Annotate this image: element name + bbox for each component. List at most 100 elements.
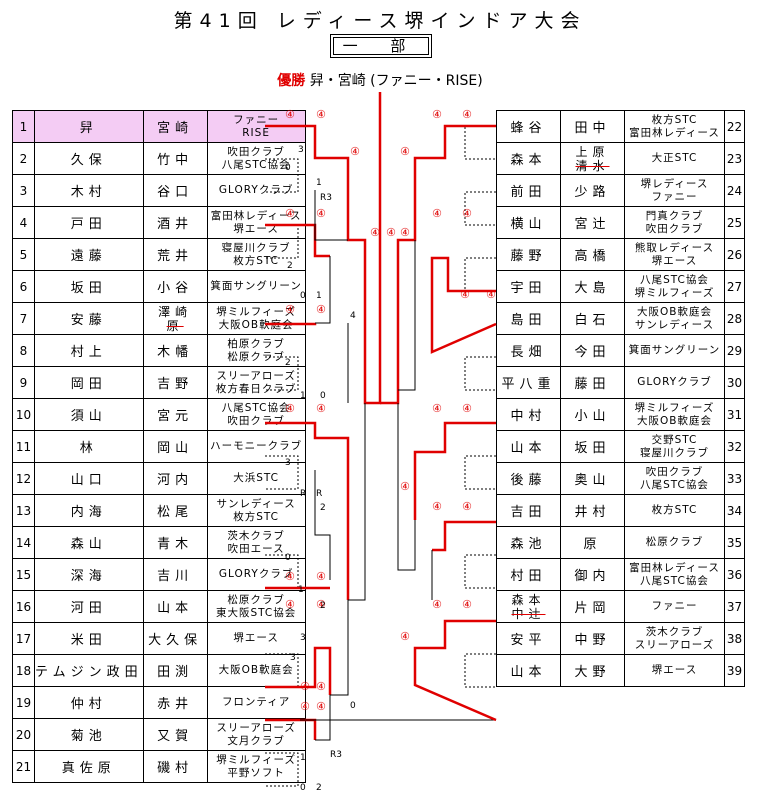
text: 29 xyxy=(726,343,743,358)
club-name: 寝屋川クラブ枚方STC xyxy=(206,238,306,271)
text: 熊取レディース xyxy=(634,241,715,254)
text: 村田 xyxy=(510,569,547,584)
text: 枚方STC xyxy=(233,510,280,523)
text: 井村 xyxy=(574,505,611,520)
player-name: 大島 xyxy=(560,270,625,303)
text: 大島 xyxy=(574,281,611,296)
text: 11 xyxy=(15,439,32,454)
player-name: 菊池 xyxy=(34,718,144,751)
bracket-line xyxy=(464,257,496,292)
text: 白石 xyxy=(574,313,611,328)
text: 田渕 xyxy=(157,665,194,680)
win-mark: ④ xyxy=(432,108,442,121)
text: 15 xyxy=(15,567,32,582)
score-text: R3 xyxy=(320,193,332,203)
club-name: 箕面サングリーン xyxy=(206,270,306,303)
player-name: 須山 xyxy=(34,398,144,431)
text: 仲村 xyxy=(70,697,107,712)
text: 宮辻 xyxy=(574,217,611,232)
text: 平八重 xyxy=(501,377,556,392)
win-mark: ④ xyxy=(400,145,410,158)
text: 8 xyxy=(19,343,28,358)
text: 大正STC xyxy=(651,152,698,164)
bracket-line xyxy=(314,190,348,241)
player-name: 赤井 xyxy=(142,686,208,719)
score-text: 1 xyxy=(300,391,306,401)
club-name: 堺ミルフィーズ大阪OB軟庭会 xyxy=(206,302,306,335)
text: 安平 xyxy=(510,633,547,648)
text: 遠藤 xyxy=(70,249,107,264)
bracket-line xyxy=(464,125,496,160)
club-name: 富田林レディース堺エース xyxy=(206,206,306,239)
text: 前田 xyxy=(510,185,547,200)
page-title: 第41回 レディース堺インドア大会 xyxy=(173,10,587,32)
winning-path-line xyxy=(413,619,497,722)
bracket-line xyxy=(397,403,416,571)
text: 後藤 xyxy=(510,473,547,488)
win-mark: ④ xyxy=(462,108,472,121)
score-text: 0 xyxy=(300,783,306,793)
win-mark: ④ xyxy=(432,207,442,220)
text: 17 xyxy=(15,631,32,646)
text: ハーモニークラブ xyxy=(210,440,303,452)
entry-number: 17 xyxy=(12,622,35,655)
text: 堺エース xyxy=(651,664,698,676)
text: GLORYクラブ xyxy=(218,184,294,196)
text: 松原クラブ xyxy=(227,593,285,606)
text: 36 xyxy=(726,567,743,582)
text: 20 xyxy=(15,727,32,742)
player-name: 後藤 xyxy=(496,462,561,495)
text: 少路 xyxy=(574,185,611,200)
bracket-line xyxy=(265,554,299,589)
entry-number: 31 xyxy=(724,398,745,431)
text: 岡山 xyxy=(157,441,194,456)
text: 酒井 xyxy=(157,217,194,232)
winner-label: 優勝 xyxy=(277,73,306,89)
text: 大阪OB軟庭会 xyxy=(218,318,294,331)
text: 25 xyxy=(726,215,743,230)
club-name: 富田林レディース八尾STC協会 xyxy=(624,558,725,591)
club-name: 箕面サングリーン xyxy=(624,334,725,367)
bracket-line xyxy=(315,695,331,741)
score-text: 2 xyxy=(316,783,322,793)
win-mark: ④ xyxy=(316,303,326,316)
text: 富田林レディース xyxy=(210,209,302,222)
player-name: 内海 xyxy=(34,494,144,527)
player-name: 島田 xyxy=(496,302,561,335)
player-name: 安平 xyxy=(496,622,561,655)
win-mark: ④ xyxy=(316,680,326,693)
text: 枚方STC xyxy=(651,113,698,126)
text: 御内 xyxy=(574,569,611,584)
win-mark: ④ xyxy=(285,108,295,121)
text: 16 xyxy=(15,599,32,614)
text: 今田 xyxy=(574,345,611,360)
text: 富田林レディース xyxy=(629,561,720,574)
win-mark: ④ xyxy=(432,598,442,611)
text: 35 xyxy=(726,535,743,550)
club-name: スリーアローズ枚方春日クラブ xyxy=(206,366,306,399)
text: スリーアローズ xyxy=(216,721,296,734)
text: 28 xyxy=(726,311,743,326)
entry-number: 36 xyxy=(724,558,745,591)
text: 八尾STC協会 xyxy=(640,574,709,587)
win-mark: ④ xyxy=(285,303,295,316)
club-name: 茨木クラブスリーアローズ xyxy=(624,622,725,655)
text: 38 xyxy=(726,631,743,646)
text: 39 xyxy=(726,663,743,678)
text: 真佐原 xyxy=(61,761,116,776)
club-name: 八尾STC協会堺ミルフィーズ xyxy=(624,270,725,303)
player-name: 宮元 xyxy=(142,398,208,431)
entry-number: 11 xyxy=(12,430,35,463)
text: 高橋 xyxy=(574,249,611,264)
entry-number: 23 xyxy=(724,142,745,175)
text: 戸田 xyxy=(70,217,107,232)
club-name: 松原クラブ xyxy=(624,526,725,559)
